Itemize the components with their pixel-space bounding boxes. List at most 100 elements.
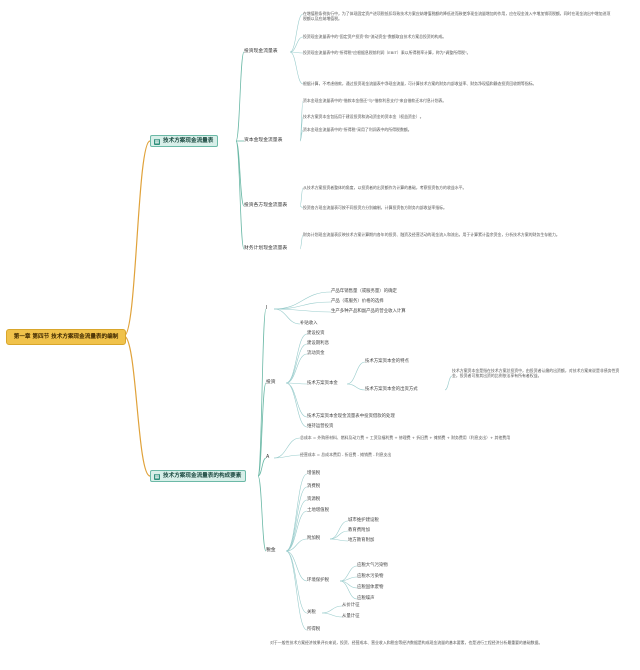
section-title: 技术方案现金流量表的构成要素 [163,473,242,479]
connector [299,187,304,207]
connector [123,140,151,337]
connector [329,530,349,540]
connector [321,612,343,618]
root-node[interactable]: 第一章 第四节 技术方案现金流量表的编制 [6,329,126,345]
note-paragraph: 财务计划现金流量表反映技术方案计算期内各年的投资、融资及经营活动的现金流入和流出… [303,232,560,237]
leaf-env-tax[interactable]: 环境保护税 [307,578,329,583]
connector [273,454,301,459]
table-icon: ▦ [154,139,160,145]
connector [285,499,308,552]
note-paragraph: 资本金现金流量表中的"借款本金偿还"与"借款利息支付"来自借款还本付息计划表。 [303,98,447,103]
branch-income[interactable]: I [266,306,268,311]
connector [273,437,301,459]
footer-note: 对于一般性技术方案经济效果评价来说，投资、经营成本、营业收入和税金等经济数据是构… [270,640,543,645]
leaf-subsidy[interactable]: 补贴收入 [300,321,318,326]
section-cash-flow-tables[interactable]: ▦ 技术方案现金流量表 [150,135,219,148]
leaf-surtax[interactable]: 附加税 [307,536,321,541]
leaf-water-pollutant[interactable]: 应税水污染物 [357,574,384,579]
connector [346,361,366,385]
connector [273,308,332,313]
note-total-cost: 总成本 = 外购原材料、燃料及动力费 + 工资及福利费 + 修理费 + 折旧费 … [300,435,511,440]
leaf-education-surcharge[interactable]: 教育费附加 [348,528,370,533]
leaf-construction-investment[interactable]: 建设投资 [307,331,325,336]
connector [285,550,308,614]
connector [285,382,308,385]
connector [329,538,349,542]
leaf-consumption-tax[interactable]: 消费税 [307,484,321,489]
connector [329,520,349,540]
leaf-land-vat[interactable]: 土地增值税 [307,508,329,513]
leaf-loan-treatment[interactable]: 技术方案资本金现金流量表中投资借款的处理 [307,414,395,419]
leaf-ad-valorem[interactable]: 从价计征 [342,603,360,608]
leaf-income-tax[interactable]: 所得税 [307,627,321,632]
connector [257,475,267,552]
note-paragraph: 技术方案资本金是指在技术方案总投资中，由投资者认缴的出资额，对技术方案来说是非债… [452,368,620,379]
leaf-vat[interactable]: 增值税 [307,471,321,476]
note-paragraph: 投资现金流量表中的"固定资产投资"和"流动资金"数额取自技术方案总投资的构成。 [303,34,447,39]
branch-investor-cash-flow-table[interactable]: 投资各方现金流量表 [244,203,288,208]
connector [285,550,308,631]
leaf-multi-product[interactable]: 生产多种产品和副产品的营业收入计算 [331,309,406,314]
leaf-solid-waste[interactable]: 应税固体废物 [357,585,384,590]
connector [285,333,308,384]
leaf-noise[interactable]: 应税噪声 [357,596,375,601]
branch-capital-cash-flow-table[interactable]: 资本金现金流量表 [244,138,283,143]
connector [285,550,308,582]
leaf-project-capital[interactable]: 技术方案资本金 [307,381,338,386]
leaf-tariff[interactable]: 关税 [307,610,316,615]
connector [285,353,308,384]
connector [285,538,308,552]
table-icon: ▦ [154,474,160,480]
leaf-specific-duty[interactable]: 从量计征 [342,614,360,619]
note-paragraph: 在增值税条例执行中，为了体现固定资产进项税抵扣导致技术方案应纳增值税额的降低进而… [303,11,611,22]
leaf-air-pollutant[interactable]: 应税大气污染物 [357,563,388,568]
connector [285,382,308,428]
branch-financial-plan-cash-flow-table[interactable]: 财务计划现金流量表 [244,246,288,251]
leaf-city-tax[interactable]: 城市维护建设税 [348,518,379,523]
connector [299,129,304,142]
note-paragraph: 投资各方现金流量表可按不同投资方分别编制，计算投资各方财务内部收益率指标。 [303,205,447,210]
leaf-resource-tax[interactable]: 资源税 [307,497,321,502]
leaf-maintenance-investment[interactable]: 维持运营投资 [307,424,334,429]
connector [289,51,304,85]
connector [321,605,343,614]
connector [257,308,267,477]
connector [123,335,151,477]
section-title: 技术方案现金流量表 [163,138,214,144]
connector [346,383,366,391]
connector [235,140,245,250]
branch-taxes[interactable]: 税金 [266,548,276,553]
leaf-working-capital[interactable]: 流动资金 [307,351,325,356]
note-paragraph: 根据计算，不考虑借款，通过投资现金流量表中净现金流量，可计算技术方案的财务内部收… [303,81,537,86]
branch-cost[interactable]: A [266,455,270,460]
note-paragraph: 资本金现金流量表中的"所得税"采用了利润表中的所得税数额。 [303,127,412,132]
connector [339,580,358,600]
section-cash-flow-elements[interactable]: ▦ 技术方案现金流量表的构成要素 [150,470,247,483]
connector [235,51,245,142]
leaf-construction-interest[interactable]: 建设期利息 [307,341,329,346]
connector [273,291,332,310]
leaf-sales-volume[interactable]: 产品年销售量（或服务量）的确定 [331,289,397,294]
connector [285,382,308,418]
connector [289,51,304,54]
leaf-local-education-surcharge[interactable]: 地方教育附加 [348,538,375,543]
connector [289,13,304,53]
connector [235,140,245,207]
connector [285,343,308,384]
leaf-capital-contribution[interactable]: 技术方案资本金的出资方式 [365,387,418,392]
connector [339,580,358,589]
connector [273,308,301,325]
note-paragraph: 从技术方案投资者整体的角度，以投资者的出资额作为计算的基础，考察投资各方的收益水… [303,185,467,190]
leaf-price[interactable]: 产品（或服务）价格的选择 [331,299,384,304]
connector [444,375,453,391]
note-paragraph: 投资现金流量表中的"所得税"应根据息税前利润（EBIT）乘以所得税率计算，称为"… [303,50,471,55]
leaf-capital-features[interactable]: 技术方案资本金的特点 [365,359,409,364]
root-title: 第一章 第四节 技术方案现金流量表的编制 [13,333,119,340]
connector [299,234,304,250]
connector [289,36,304,53]
branch-investment[interactable]: 投资 [266,380,276,385]
branch-investment-cash-flow-table[interactable]: 投资现金流量表 [244,49,278,54]
connector [257,457,267,477]
connector [339,565,358,582]
note-operating-cost: 经营成本 = 总成本费用 - 折旧费 - 摊销费 - 利息支出 [300,452,392,457]
